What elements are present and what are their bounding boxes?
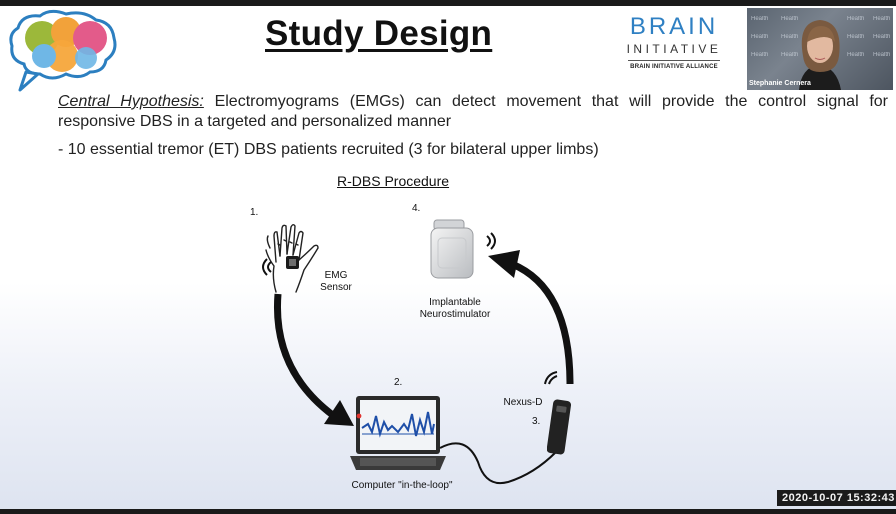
procedure-title: R-DBS Procedure	[337, 173, 450, 189]
wireless-signal-icon	[486, 232, 496, 250]
recording-timestamp: 2020-10-07 15:32:43	[777, 490, 896, 506]
flow-arrow-nexus-to-stimulator	[488, 250, 574, 385]
emg-sensor-label: EMG Sensor	[318, 270, 354, 294]
initiative-logo-word: INITIATIVE	[626, 42, 722, 56]
speaker-name: Stephanie Cernera	[749, 80, 811, 87]
central-hypothesis: Central Hypothesis: Electromyograms (EMG…	[58, 92, 888, 132]
computer-label: Computer "in-the-loop"	[351, 480, 453, 491]
video-watermark: Health	[751, 16, 769, 22]
step-number-1: 1.	[250, 207, 259, 218]
logo-divider	[628, 60, 720, 61]
brain-initiative-logo: BRAIN INITIATIVE BRAIN INITIATIVE ALLIAN…	[626, 14, 722, 74]
stim-label-line-1: Implantable	[429, 297, 481, 308]
wireless-signal-icon	[544, 371, 558, 385]
hypothesis-text: Electromyograms (EMGs) can detect moveme…	[58, 93, 888, 130]
step-number-2: 2.	[394, 377, 403, 388]
video-watermark: Health	[847, 52, 865, 58]
video-watermark: Health	[847, 34, 865, 40]
top-bar	[0, 0, 896, 6]
stim-label-line-2: Neurostimulator	[419, 309, 491, 320]
video-watermark: Health	[751, 52, 769, 58]
flow-arrow-emg-to-computer	[273, 293, 354, 426]
neurostimulator-label: Implantable Neurostimulator	[412, 297, 498, 321]
usb-cable	[439, 442, 557, 484]
speech-bubbles-logo-icon	[9, 9, 117, 92]
bottom-bar	[0, 509, 896, 514]
slide-title: Study Design	[265, 14, 493, 53]
nexus-d-device-icon	[547, 399, 571, 455]
video-watermark: Health	[873, 16, 891, 22]
speaker-avatar	[799, 20, 841, 90]
alliance-logo-word: BRAIN INITIATIVE ALLIANCE	[630, 64, 718, 70]
video-watermark: Health	[873, 52, 891, 58]
step-number-4: 4.	[412, 203, 421, 214]
video-watermark: Health	[847, 16, 865, 22]
nexus-d-label: Nexus-D	[503, 397, 543, 408]
neurostimulator-icon	[430, 219, 474, 279]
step-number-3: 3.	[532, 416, 541, 427]
laptop-icon	[350, 396, 446, 470]
video-watermark: Health	[751, 34, 769, 40]
hypothesis-label: Central Hypothesis:	[58, 93, 204, 110]
wireless-signal-icon	[262, 258, 272, 276]
video-watermark: Health	[873, 34, 891, 40]
recruitment-bullet: - 10 essential tremor (ET) DBS patients …	[58, 141, 599, 158]
speaker-video-thumbnail[interactable]: Health Health Health Health Health Healt…	[747, 8, 893, 90]
emg-label-line-1: EMG	[324, 270, 348, 281]
video-watermark: Health	[781, 52, 799, 58]
video-watermark: Health	[781, 34, 799, 40]
emg-label-line-2: Sensor	[320, 282, 352, 293]
hand-icon	[265, 224, 319, 293]
video-watermark: Health	[781, 16, 799, 22]
brain-logo-word: BRAIN	[629, 13, 719, 40]
